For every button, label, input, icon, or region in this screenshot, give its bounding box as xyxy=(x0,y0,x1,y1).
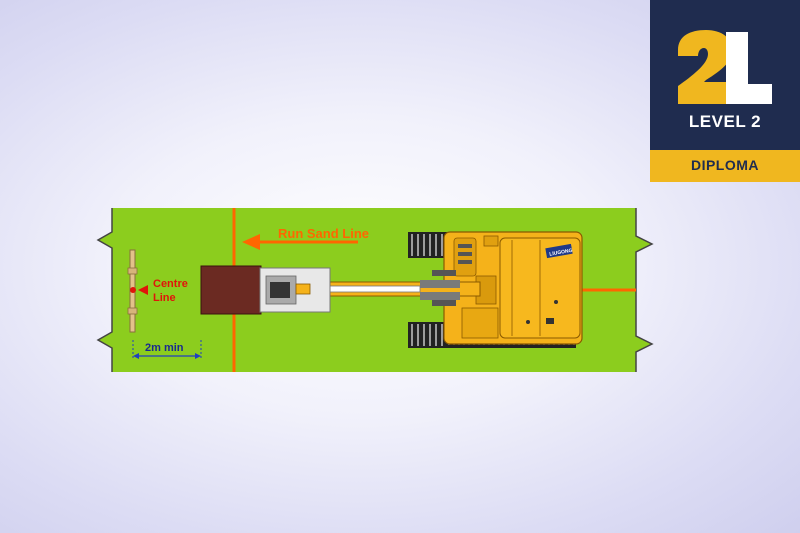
centre-line-marker xyxy=(130,287,136,293)
distance-label: 2m min xyxy=(145,342,184,354)
machine-brand: LIUGONG xyxy=(549,248,573,258)
run-sand-arrow-icon xyxy=(242,234,260,250)
excavator-bucket xyxy=(259,267,331,313)
diploma-label: DIPLOMA xyxy=(690,157,760,173)
run-sand-line-label: Run Sand Line xyxy=(278,226,369,241)
centre-line-arrow-icon xyxy=(138,285,148,295)
centre-line-label-1: Centre xyxy=(153,278,188,290)
excavator-arm xyxy=(295,270,481,306)
level2-logo-icon xyxy=(678,30,772,104)
centre-line-label-2: Line xyxy=(153,292,176,304)
badge-bottom xyxy=(650,150,800,182)
level-label: LEVEL 2 xyxy=(688,112,762,131)
excavator-body: LIUGONG xyxy=(443,231,583,345)
level2-diploma-badge: LEVEL 2 DIPLOMA xyxy=(650,0,800,182)
sand-bed xyxy=(201,266,261,314)
badge-top xyxy=(650,0,800,150)
